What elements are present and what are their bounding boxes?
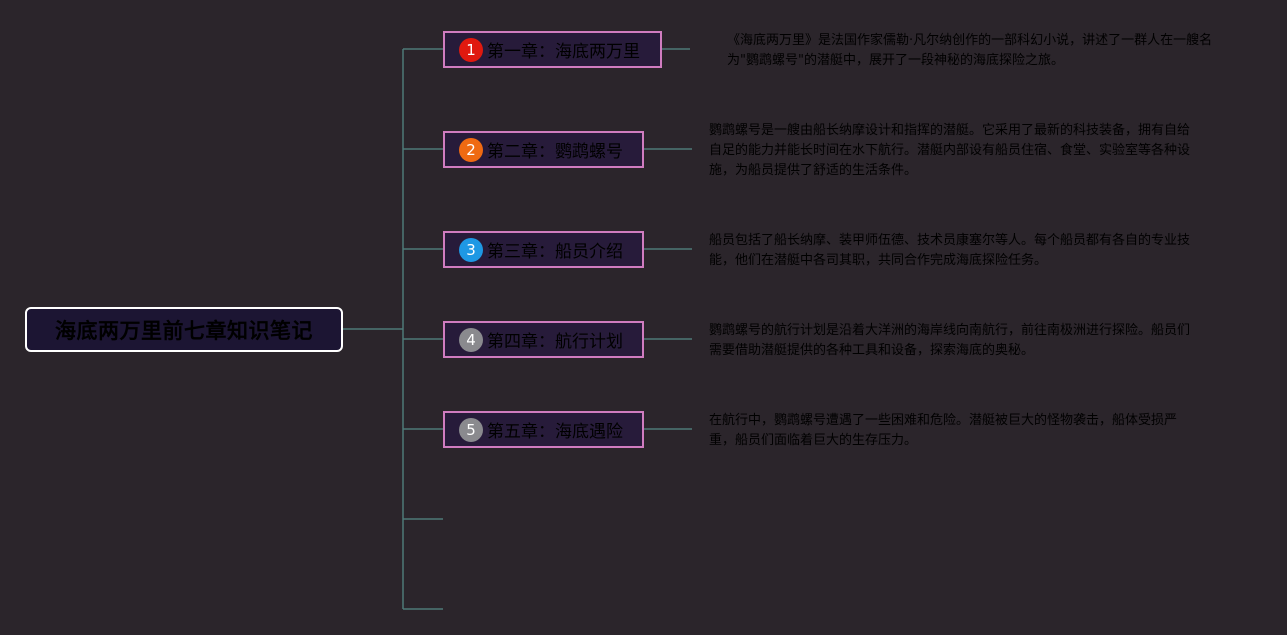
chapter-note-4: 鹦鹉螺号的航行计划是沿着大洋洲的海岸线向南航行，前往南极洲进行探险。船员们需要借… <box>709 323 1191 358</box>
chapter-note-5: 在航行中，鹦鹉螺号遭遇了一些困难和危险。潜艇被巨大的怪物袭击，船体受损严重，船员… <box>709 413 1178 448</box>
number-badge-icon: 3 <box>459 237 483 262</box>
chapter-node-5[interactable]: 5 第五章：海底遇险 <box>443 411 644 448</box>
chapter-title: 第一章：海底两万里 <box>487 42 640 62</box>
chapter-title: 第二章：鹦鹉螺号 <box>487 142 623 162</box>
chapter-note-3: 船员包括了船长纳摩、装甲师伍德、技术员康塞尔等人。每个船员都有各自的专业技能，他… <box>709 233 1191 268</box>
chapter-node-4[interactable]: 4 第四章：航行计划 <box>443 321 644 358</box>
number-badge-icon: 5 <box>459 417 483 442</box>
chapter-title: 第四章：航行计划 <box>487 332 623 352</box>
root-topic[interactable]: 海底两万里前七章知识笔记 <box>25 307 343 352</box>
chapter-node-1[interactable]: 1 第一章：海底两万里 <box>443 31 662 68</box>
chapter-node-3[interactable]: 3 第三章：船员介绍 <box>443 231 644 268</box>
chapter-title: 第三章：船员介绍 <box>487 242 623 262</box>
number-badge-icon: 1 <box>459 37 483 62</box>
root-topic-label: 海底两万里前七章知识笔记 <box>55 318 313 343</box>
chapter-title: 第五章：海底遇险 <box>487 422 623 442</box>
number-badge-icon: 4 <box>459 327 483 352</box>
number-badge-icon: 2 <box>459 137 483 162</box>
chapter-note-2: 鹦鹉螺号是一艘由船长纳摩设计和指挥的潜艇。它采用了最新的科技装备，拥有自给自足的… <box>709 123 1191 178</box>
chapter-node-2[interactable]: 2 第二章：鹦鹉螺号 <box>443 131 644 168</box>
chapter-note-1: 《海底两万里》是法国作家儒勒·凡尔纳创作的一部科幻小说，讲述了一群人在一艘名为"… <box>727 33 1213 68</box>
